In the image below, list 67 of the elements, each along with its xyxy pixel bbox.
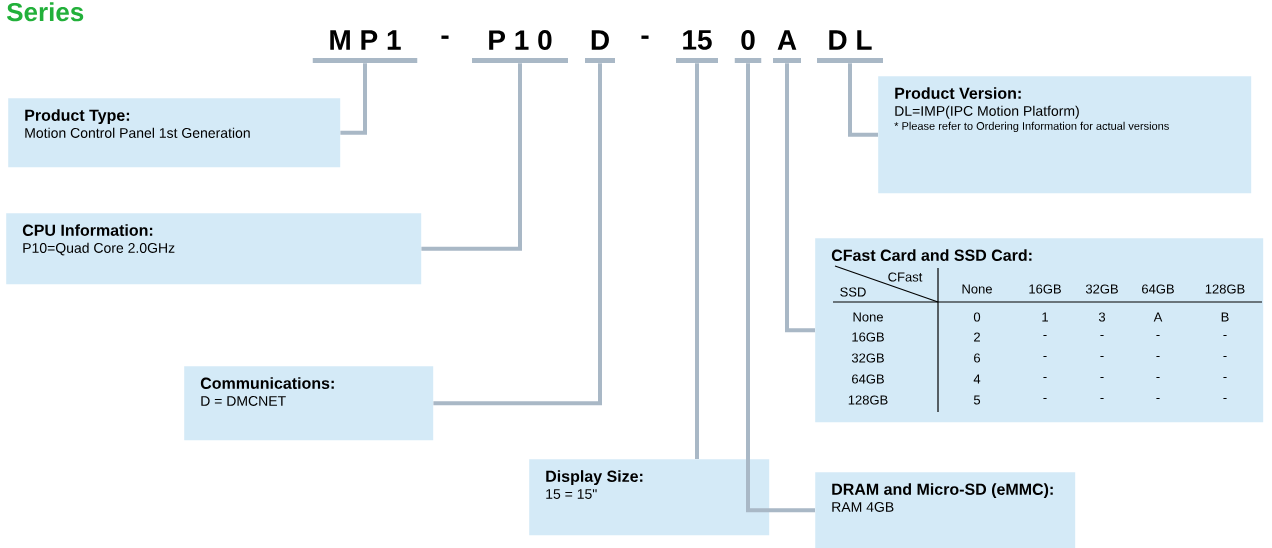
table-cell: -	[1100, 356, 1104, 357]
node-label: D L	[829, 30, 872, 50]
table-row-header: None	[853, 312, 883, 322]
leader-line	[695, 63, 699, 459]
table-cell: -	[1156, 398, 1160, 399]
code-dash: -	[641, 35, 649, 39]
table-cell: -	[1223, 398, 1227, 399]
node-label: P 1 0	[489, 30, 552, 50]
code-segment: P 1 0	[472, 30, 568, 63]
table-cell: 1	[1042, 312, 1048, 322]
table-header: 128GB	[1205, 284, 1245, 294]
table-cell: B	[1221, 312, 1229, 322]
table-cell: -	[1223, 335, 1227, 336]
table-cell: -	[1043, 356, 1047, 357]
code-segment: A	[773, 30, 801, 63]
leader-line	[785, 63, 815, 333]
table-cell: -	[1043, 377, 1047, 378]
code-segment: D	[585, 30, 615, 63]
leader-line	[433, 63, 602, 406]
table-cell: -	[1043, 335, 1047, 336]
table-header: 32GB	[1085, 284, 1118, 294]
table-cell: -	[1223, 377, 1227, 378]
callout-box: Product Type: Motion Control Panel 1st Generation	[8, 98, 341, 168]
table-row-header: 128GB	[848, 395, 888, 405]
table-cell: -	[1156, 335, 1160, 336]
table-header: None	[962, 284, 992, 294]
node-label: 0	[741, 30, 755, 50]
code-segment: M P 1	[312, 30, 418, 63]
table-header: 64GB	[1142, 284, 1174, 294]
node-label: A	[777, 30, 797, 50]
table-cell: -	[1043, 398, 1047, 399]
table-cell: A	[1153, 312, 1163, 322]
callout-box: Communications: D = DMCNET	[184, 366, 434, 441]
table-cell: 6	[974, 353, 981, 363]
table-cell: -	[1156, 356, 1160, 357]
leader-line	[421, 63, 522, 251]
table-cell: 5	[973, 395, 981, 405]
table-cell: 2	[974, 332, 980, 342]
table-cell: -	[1100, 377, 1104, 378]
table-header: SSD	[840, 287, 866, 297]
table-row-header: 64GB	[852, 374, 884, 384]
table-cell: 0	[973, 312, 981, 322]
callout-box: CPU Information: P10=Quad Core 2.0GHz	[6, 213, 422, 285]
table-cell: -	[1156, 377, 1160, 378]
table-row-header: 16GB	[852, 332, 884, 342]
callout-box: DRAM and Micro-SD (eMMC): RAM 4GB	[815, 472, 1076, 548]
leader-line	[746, 63, 815, 513]
callout-box: Product Version: DL=IMP(IPC Motion Platform) * Please refer to Ordering Information for actual versions	[878, 76, 1252, 194]
table-cell: 4	[973, 374, 981, 384]
code-dash: -	[441, 35, 449, 39]
code-segment: D L	[817, 30, 883, 63]
table-row-header: 32GB	[851, 353, 884, 363]
node-label: 15	[683, 30, 712, 50]
node-label: M P 1	[330, 30, 401, 50]
leader-line	[848, 63, 878, 137]
table-cell: -	[1100, 335, 1104, 336]
table-cell: -	[1100, 398, 1104, 399]
table-cell: -	[1223, 356, 1227, 357]
table-header: CFast	[888, 272, 923, 282]
callout-box: Display Size: 15 = 15"	[529, 459, 770, 536]
table-cell: 3	[1098, 312, 1106, 322]
code-segment: 15	[676, 30, 718, 63]
series-heading: Series	[6, 2, 84, 22]
node-label: D	[591, 30, 609, 50]
code-segment: 0	[734, 30, 762, 63]
table-header: 16GB	[1029, 284, 1061, 294]
leader-line	[340, 63, 367, 135]
